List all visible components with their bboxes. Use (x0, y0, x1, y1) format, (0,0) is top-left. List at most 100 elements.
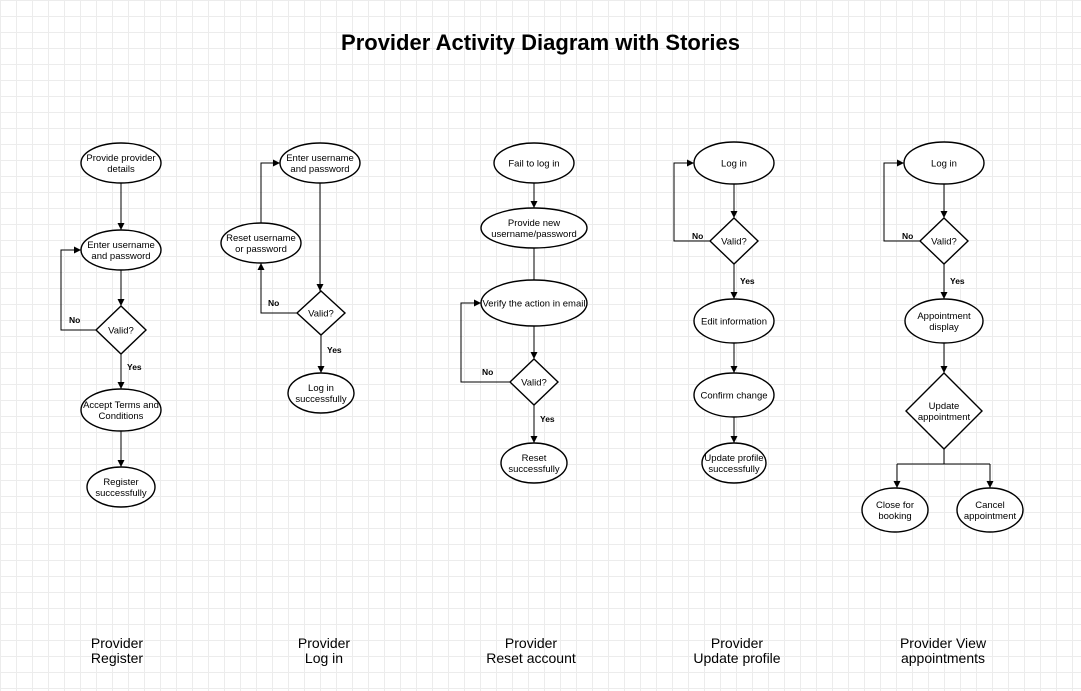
connector-arrow (883, 159, 920, 242)
caption-provider-view-appointments: Provider View appointments (878, 636, 1008, 666)
node-label: Accept Terms and (83, 400, 159, 411)
node-label: Update profile (704, 453, 763, 464)
node-label: Verify the action in email (483, 299, 586, 310)
node-shape (708, 217, 760, 265)
activity-node-confirm-change: Confirm change (693, 372, 775, 418)
edge-label-no: No (268, 298, 279, 308)
node-label: Edit information (701, 317, 767, 328)
activity-node-log-in: Log in (693, 141, 775, 185)
node-shape (279, 142, 361, 184)
node-shape (287, 372, 355, 414)
node-label: Provide provider (86, 153, 155, 164)
node-label: username/password (491, 229, 577, 240)
caption-line: Provider (710, 635, 764, 651)
edge-label-no: No (902, 231, 913, 241)
node-label: Valid? (931, 237, 957, 248)
node-shape (493, 142, 575, 184)
node-label: Log in (308, 383, 334, 394)
activity-node-edit-information: Edit information (693, 298, 775, 344)
caption-line: Reset account (486, 650, 576, 666)
node-shape (693, 141, 775, 185)
decision-node-valid: Valid? (918, 217, 970, 265)
node-label: Fail to log in (508, 159, 559, 170)
connector-arrow (673, 159, 710, 242)
caption-provider-update-profile: Provider Update profile (672, 636, 802, 666)
node-label: and password (290, 164, 349, 175)
decision-node-valid: Valid? (508, 358, 560, 406)
node-label: appointment (918, 412, 971, 423)
caption-line: Log in (304, 650, 344, 666)
node-shape (861, 487, 929, 533)
node-label: Cancel (975, 500, 1005, 511)
node-label: and password (91, 251, 150, 262)
decision-node-valid: Valid? (708, 217, 760, 265)
node-label: Valid? (721, 237, 747, 248)
node-shape (80, 388, 162, 432)
node-shape (693, 298, 775, 344)
caption-line: Provider (297, 635, 351, 651)
node-label: Conditions (99, 411, 144, 422)
node-label: successfully (508, 464, 559, 475)
node-shape (701, 442, 767, 484)
node-label: Valid? (521, 378, 547, 389)
node-shape (86, 466, 156, 508)
node-label: Enter username (87, 240, 155, 251)
edge-label-yes: Yes (540, 414, 555, 424)
node-label: details (107, 164, 135, 175)
node-shape (295, 290, 347, 336)
node-label: booking (878, 511, 911, 522)
node-label: or password (235, 244, 287, 255)
diagram-title: Provider Activity Diagram with Stories (341, 30, 740, 55)
node-label: Valid? (108, 326, 134, 337)
connector-arrow (257, 263, 297, 314)
caption-provider-login: Provider Log in (264, 636, 384, 666)
edge-label-no: No (692, 231, 703, 241)
node-shape (904, 298, 984, 344)
node-label: appointment (964, 511, 1017, 522)
connector-arrow (260, 159, 280, 223)
node-shape (480, 279, 588, 327)
node-shape (918, 217, 970, 265)
node-shape (500, 442, 568, 484)
node-shape (693, 372, 775, 418)
node-label: Log in (931, 159, 957, 170)
node-label: Enter username (286, 153, 354, 164)
node-shape (508, 358, 560, 406)
caption-line: appointments (900, 650, 986, 666)
edge-label-yes: Yes (950, 276, 965, 286)
connector-arrow (60, 246, 96, 331)
caption-provider-register: Provider Register (57, 636, 177, 666)
edge-label-yes: Yes (127, 362, 142, 372)
edge-label-yes: Yes (327, 345, 342, 355)
connector-arrow (460, 299, 510, 383)
node-label: Reset username (226, 233, 296, 244)
node-shape (903, 141, 985, 185)
node-shape (956, 487, 1024, 533)
node-shape (905, 372, 983, 450)
caption-provider-reset-account: Provider Reset account (466, 636, 596, 666)
node-label: Reset (522, 453, 547, 464)
caption-line: Register (90, 650, 144, 666)
node-label: successfully (295, 394, 346, 405)
activity-node-verify-the-action-in-email: Verify the action in email (480, 279, 588, 327)
edge-label-yes: Yes (740, 276, 755, 286)
activity-node-log-in: Log in (903, 141, 985, 185)
node-shape (80, 142, 162, 184)
activity-node-fail-to-log-in: Fail to log in (493, 142, 575, 184)
node-shape (480, 207, 588, 249)
node-label: display (929, 322, 959, 333)
caption-line: Provider (504, 635, 558, 651)
